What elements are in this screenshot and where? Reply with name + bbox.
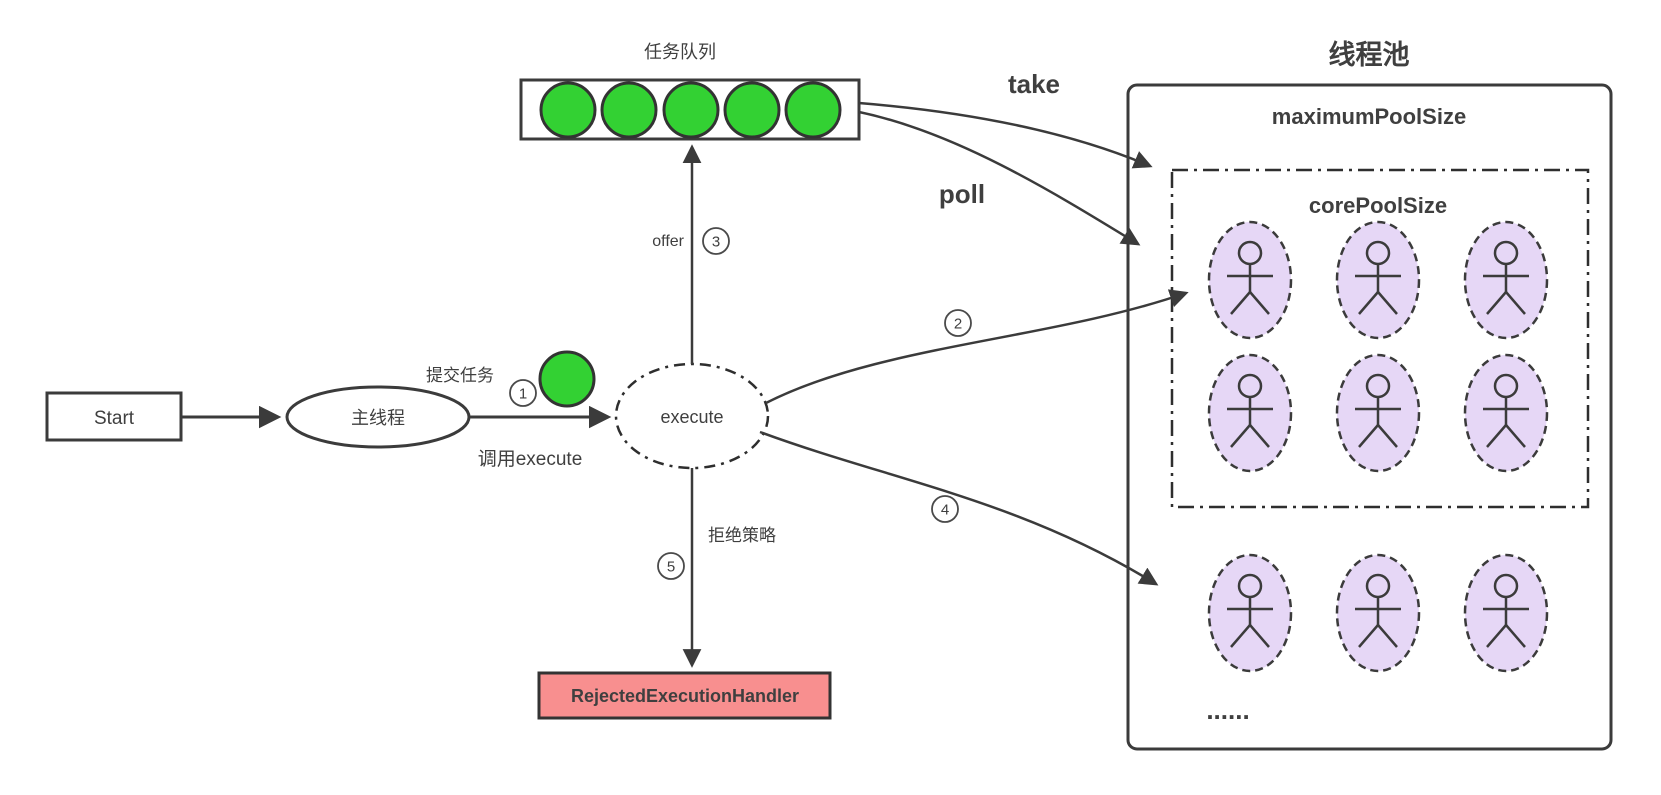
execute-label: execute xyxy=(660,407,723,427)
start-node xyxy=(45,391,183,442)
worker-icon xyxy=(1463,553,1549,673)
call-execute-label: 调用execute xyxy=(478,448,583,470)
ellipsis-label: ...... xyxy=(1206,695,1249,725)
main-thread-label: 主线程 xyxy=(351,408,405,428)
start-label: Start xyxy=(94,408,135,429)
task-circle xyxy=(600,81,658,139)
pool-title: 线程池 xyxy=(1329,40,1410,70)
task-circle xyxy=(662,81,720,139)
worker-icon xyxy=(1207,553,1293,673)
core-pool-size-label: corePoolSize xyxy=(1309,193,1447,218)
worker-icon xyxy=(1335,353,1421,473)
svg-text:1: 1 xyxy=(519,386,527,403)
task-circle xyxy=(539,81,597,139)
step5-badge: 5 xyxy=(657,552,685,580)
svg-text:3: 3 xyxy=(712,234,720,251)
offer-label: offer xyxy=(652,233,684,250)
task-circle xyxy=(784,81,842,139)
core-pool-box xyxy=(1170,168,1590,509)
worker-icon xyxy=(1335,553,1421,673)
worker-icon xyxy=(1463,220,1549,340)
handler-label: RejectedExecutionHandler xyxy=(571,686,799,706)
poll-label: poll xyxy=(939,179,985,209)
worker-icon xyxy=(1207,353,1293,473)
step4-arrow xyxy=(759,430,1159,586)
step1-badge: 1 xyxy=(509,379,537,407)
maximum-pool-size-label: maximumPoolSize xyxy=(1272,104,1466,129)
task-queue-label: 任务队列 xyxy=(644,42,716,62)
task-green-circle xyxy=(538,350,596,408)
reject-policy-label: 拒绝策略 xyxy=(708,526,776,545)
step2-arrow xyxy=(765,289,1189,405)
worker-icon xyxy=(1207,220,1293,340)
svg-text:2: 2 xyxy=(954,316,962,333)
step3-badge: 3 xyxy=(702,227,730,255)
handler-box xyxy=(537,671,832,720)
svg-text:5: 5 xyxy=(667,559,675,576)
take-label: take xyxy=(1008,69,1060,99)
worker-icon xyxy=(1335,220,1421,340)
take-arrow xyxy=(858,101,1153,169)
task-circle xyxy=(723,81,781,139)
step4-badge: 4 xyxy=(931,495,959,523)
svg-text:4: 4 xyxy=(941,502,949,519)
poll-arrow xyxy=(858,110,1141,246)
worker-icon xyxy=(1463,353,1549,473)
submit-task-label: 提交任务 xyxy=(426,366,494,385)
step2-badge: 2 xyxy=(944,309,972,337)
